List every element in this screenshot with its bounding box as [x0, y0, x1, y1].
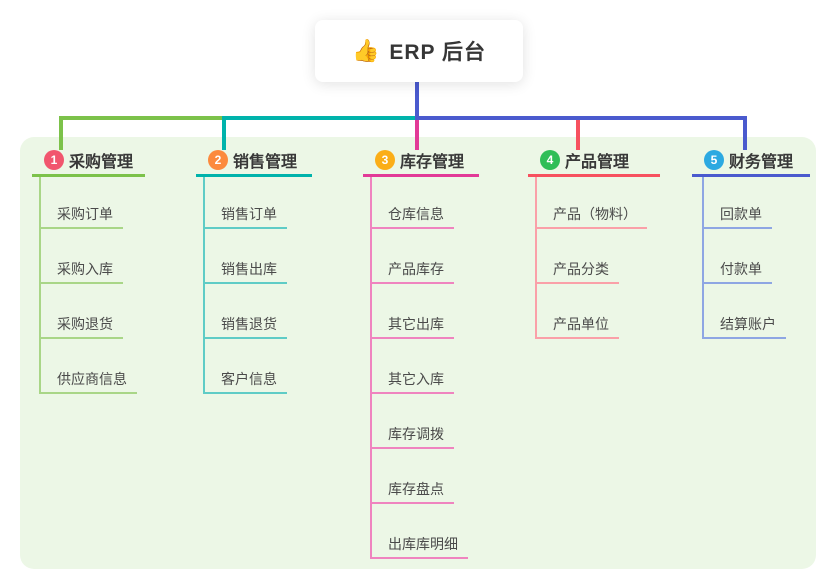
- branch-label: 销售管理: [233, 154, 298, 171]
- branch-number-badge: 4: [540, 150, 560, 170]
- node-product-category[interactable]: 产品分类: [535, 261, 619, 284]
- node-purchase-return[interactable]: 采购退货: [39, 316, 123, 339]
- branch-label: 产品管理: [565, 154, 630, 171]
- node-sales-order[interactable]: 销售订单: [203, 206, 287, 229]
- connector-drop-purchase: [59, 116, 63, 150]
- node-other-inbound[interactable]: 其它入库: [370, 371, 454, 394]
- branch-rail-purchase: [39, 177, 41, 394]
- node-customer-info[interactable]: 客户信息: [203, 371, 287, 394]
- branch-number-badge: 2: [208, 150, 228, 170]
- branch-header-sales-management[interactable]: 2 销售管理: [196, 150, 312, 177]
- connector-drop-inventory: [415, 120, 419, 150]
- branches-panel: [20, 137, 816, 569]
- branch-header-finance-management[interactable]: 5 财务管理: [692, 150, 810, 177]
- node-collection-doc[interactable]: 回款单: [702, 206, 772, 229]
- node-stock-count[interactable]: 库存盘点: [370, 481, 454, 504]
- node-product-unit[interactable]: 产品单位: [535, 316, 619, 339]
- node-purchase-inbound[interactable]: 采购入库: [39, 261, 123, 284]
- connector-drop-sales: [222, 116, 226, 150]
- branch-header-purchase-management[interactable]: 1 采购管理: [32, 150, 145, 177]
- branch-number-badge: 5: [704, 150, 724, 170]
- node-supplier-info[interactable]: 供应商信息: [39, 371, 137, 394]
- branch-header-inventory-management[interactable]: 3 库存管理: [363, 150, 479, 177]
- branch-number-badge: 1: [44, 150, 64, 170]
- node-product-stock[interactable]: 产品库存: [370, 261, 454, 284]
- branch-header-product-management[interactable]: 4 产品管理: [528, 150, 660, 177]
- node-purchase-order[interactable]: 采购订单: [39, 206, 123, 229]
- root-node-erp[interactable]: 👍 ERP 后台: [315, 20, 523, 82]
- connector-drop-product: [576, 120, 580, 150]
- node-sales-return[interactable]: 销售退货: [203, 316, 287, 339]
- branch-rail-inventory: [370, 177, 372, 559]
- root-title: ERP 后台: [389, 41, 487, 64]
- node-other-outbound[interactable]: 其它出库: [370, 316, 454, 339]
- node-outbound-detail[interactable]: 出库库明细: [370, 536, 468, 559]
- node-stock-transfer[interactable]: 库存调拨: [370, 426, 454, 449]
- branch-rail-product: [535, 177, 537, 339]
- branch-rail-sales: [203, 177, 205, 394]
- connector-horizontal-sales: [222, 116, 419, 120]
- node-product-material[interactable]: 产品（物料）: [535, 206, 647, 229]
- connector-drop-finance: [743, 116, 747, 150]
- connector-root-vertical: [415, 82, 419, 116]
- node-payment-doc[interactable]: 付款单: [702, 261, 772, 284]
- connector-horizontal-finance: [415, 116, 747, 120]
- branch-label: 库存管理: [400, 154, 465, 171]
- thumbs-up-icon: 👍: [351, 38, 380, 63]
- branch-rail-finance: [702, 177, 704, 339]
- node-warehouse-info[interactable]: 仓库信息: [370, 206, 454, 229]
- branch-number-badge: 3: [375, 150, 395, 170]
- connector-horizontal-purchase: [59, 116, 222, 120]
- branch-label: 采购管理: [69, 154, 134, 171]
- branch-label: 财务管理: [729, 154, 794, 171]
- node-settlement-account[interactable]: 结算账户: [702, 316, 786, 339]
- node-sales-outbound[interactable]: 销售出库: [203, 261, 287, 284]
